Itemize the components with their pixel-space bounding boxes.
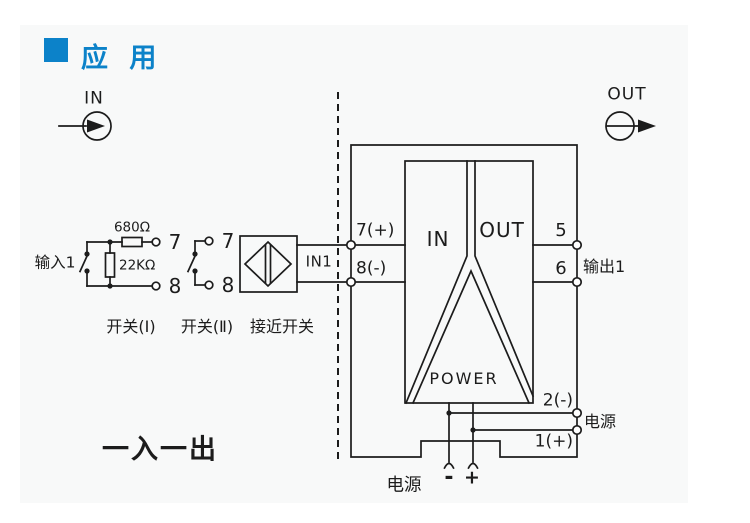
in-symbol-label: IN xyxy=(84,88,104,109)
terminal-1-plus-label: 1(+) xyxy=(534,431,573,452)
diagram-caption: 一入一出 xyxy=(102,434,218,466)
in1-port-label: IN1 xyxy=(305,252,333,271)
device-out-section-label: OUT xyxy=(479,218,525,242)
switch2-circuit xyxy=(186,236,214,290)
section-title: 应 用 xyxy=(81,43,163,74)
switch2-name-label: 开关(Ⅱ) xyxy=(180,317,234,336)
resistor-680-label: 680Ω xyxy=(113,219,151,236)
terminal-7-plus-label: 7(+) xyxy=(356,220,395,241)
output-wires xyxy=(532,244,578,283)
switch2-terminal7-label: 7 xyxy=(221,229,235,253)
out-arrow-icon xyxy=(605,111,656,141)
terminal-6-label: 6 xyxy=(555,258,567,279)
proximity-name-label: 接近开关 xyxy=(249,317,315,336)
switch1-terminal7-label: 7 xyxy=(168,230,182,254)
terminal-2-minus-label: 2(-) xyxy=(542,390,573,411)
resistor-22k-label: 22KΩ xyxy=(119,257,156,274)
switch1-terminal8-label: 8 xyxy=(168,274,182,298)
output1-label: 输出1 xyxy=(583,257,626,276)
proximity-switch-symbol xyxy=(239,235,298,293)
power-minus-label: - xyxy=(444,465,454,490)
switch2-terminal8-label: 8 xyxy=(221,273,235,297)
device-in-section-label: IN xyxy=(426,227,450,251)
power-plus-label: + xyxy=(464,466,480,489)
terminal-5-label: 5 xyxy=(555,220,567,241)
out-symbol-label: OUT xyxy=(607,84,647,105)
power-label-bottom: 电源 xyxy=(386,475,422,496)
switch1-circuit xyxy=(78,236,161,291)
terminal-8-minus-label: 8(-) xyxy=(356,258,387,279)
section-marker-square xyxy=(44,38,68,62)
in-arrow-icon xyxy=(58,111,112,141)
power-label-right: 电源 xyxy=(584,412,617,431)
terminal-circles xyxy=(345,239,583,436)
device-module-box xyxy=(404,160,535,405)
device-power-section-label: POWER xyxy=(429,369,499,388)
power-wires xyxy=(443,402,578,470)
input1-label: 输入1 xyxy=(34,253,76,272)
switch1-name-label: 开关(Ⅰ) xyxy=(106,317,156,336)
